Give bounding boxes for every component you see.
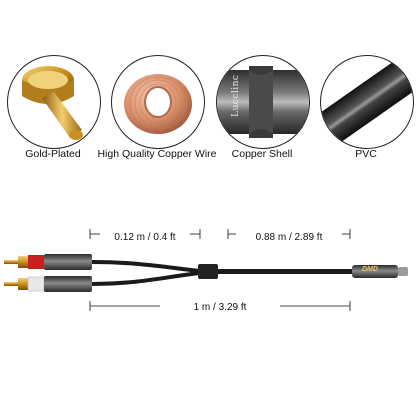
dimension-line-main-cable — [227, 229, 351, 239]
dimension-line-rca-split — [89, 229, 201, 239]
copper-wire-feature — [111, 55, 205, 149]
cable-split-top — [91, 260, 201, 273]
rca-plug-red — [4, 254, 92, 270]
rca-plug-white — [4, 276, 92, 292]
gold-plated-pin-icon — [22, 66, 83, 140]
gold-plated-feature — [7, 55, 101, 149]
copper-wire-coil-icon — [124, 74, 192, 134]
usb-c-plug — [352, 265, 408, 278]
cable-diagram — [4, 229, 408, 311]
shell-brand-text: Lucclinc — [231, 74, 241, 117]
usb-c-brand-logo: DMD — [362, 266, 378, 273]
cable-main — [216, 269, 354, 274]
feature-label-pvc: PVC — [355, 148, 377, 160]
dimension-total: 1 m / 3.29 ft — [193, 302, 247, 313]
feature-label-gold-plated: Gold-Plated — [25, 148, 81, 160]
copper-shell-icon — [217, 66, 309, 138]
y-splitter — [198, 264, 218, 279]
copper-shell-feature: Lucclinc — [216, 55, 310, 149]
pvc-cable-icon — [321, 56, 413, 148]
feature-label-copper-wire: High Quality Copper Wire — [97, 148, 217, 160]
dimension-main-cable: 0.88 m / 2.89 ft — [255, 232, 323, 243]
pvc-feature — [320, 55, 414, 149]
cable-split-bottom — [91, 271, 201, 286]
feature-label-copper-shell: Copper Shell — [231, 148, 293, 160]
dimension-rca-split: 0.12 m / 0.4 ft — [114, 232, 176, 243]
dimension-line-total — [89, 301, 351, 311]
